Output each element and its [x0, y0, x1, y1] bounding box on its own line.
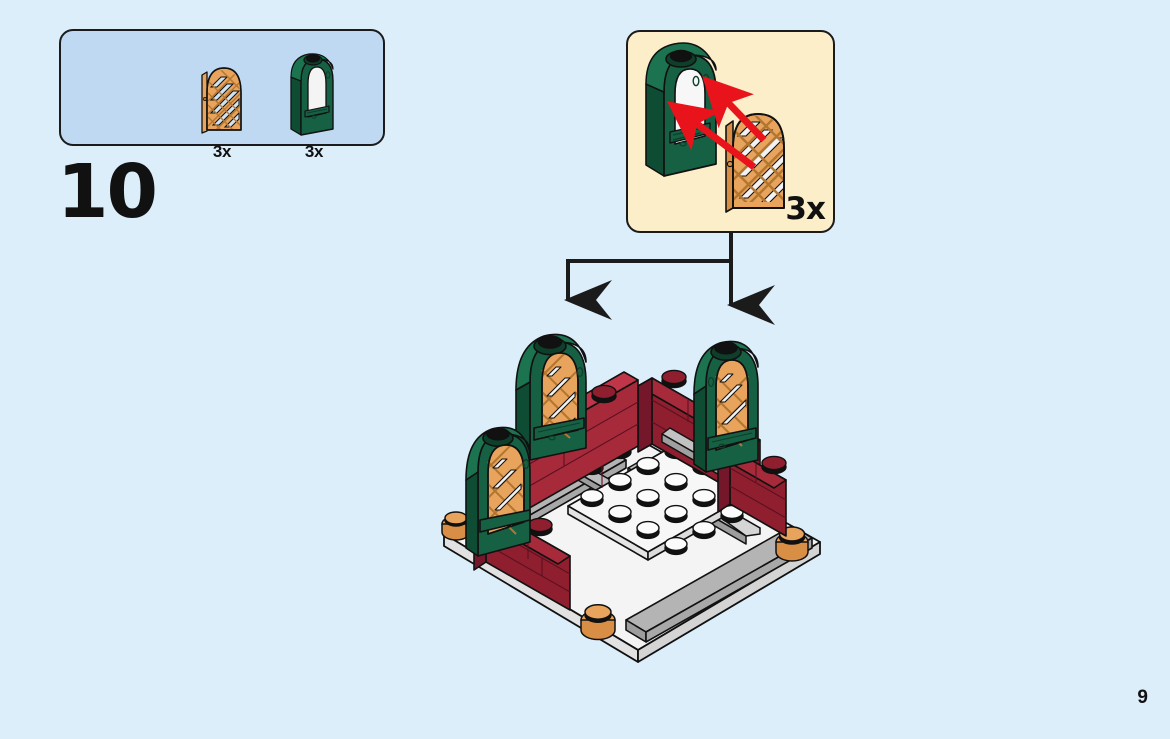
assembly-arrows — [667, 75, 767, 170]
step-10-assembly — [430, 320, 850, 680]
window-assembly-left — [465, 426, 531, 557]
lego-lattice-door-icon — [201, 67, 242, 134]
part-quantity-label: 3x — [212, 142, 232, 161]
subassembly-callout: 3x — [626, 30, 835, 233]
orange-round-plate-left — [441, 511, 471, 541]
window-assembly-back — [515, 333, 587, 461]
orange-round-plate-right — [775, 526, 809, 562]
connector-branch-left — [564, 233, 733, 320]
part-quantity-label: 3x — [304, 142, 324, 161]
part-slot-lattice-door: 3x — [169, 59, 275, 162]
part-slot-window-frame: 3x — [259, 51, 369, 162]
parts-required-callout: 3x 3x — [59, 29, 385, 161]
model-illustration — [441, 333, 821, 663]
orange-round-plate-bottom — [580, 604, 616, 641]
lego-arched-window-frame-icon — [290, 53, 334, 136]
subassembly-illustration — [645, 42, 785, 213]
page-number: 9 — [1137, 687, 1148, 708]
step-number: 10 — [57, 149, 158, 235]
window-assembly-right — [693, 340, 759, 473]
subassembly-quantity-label: 3x — [785, 191, 826, 227]
